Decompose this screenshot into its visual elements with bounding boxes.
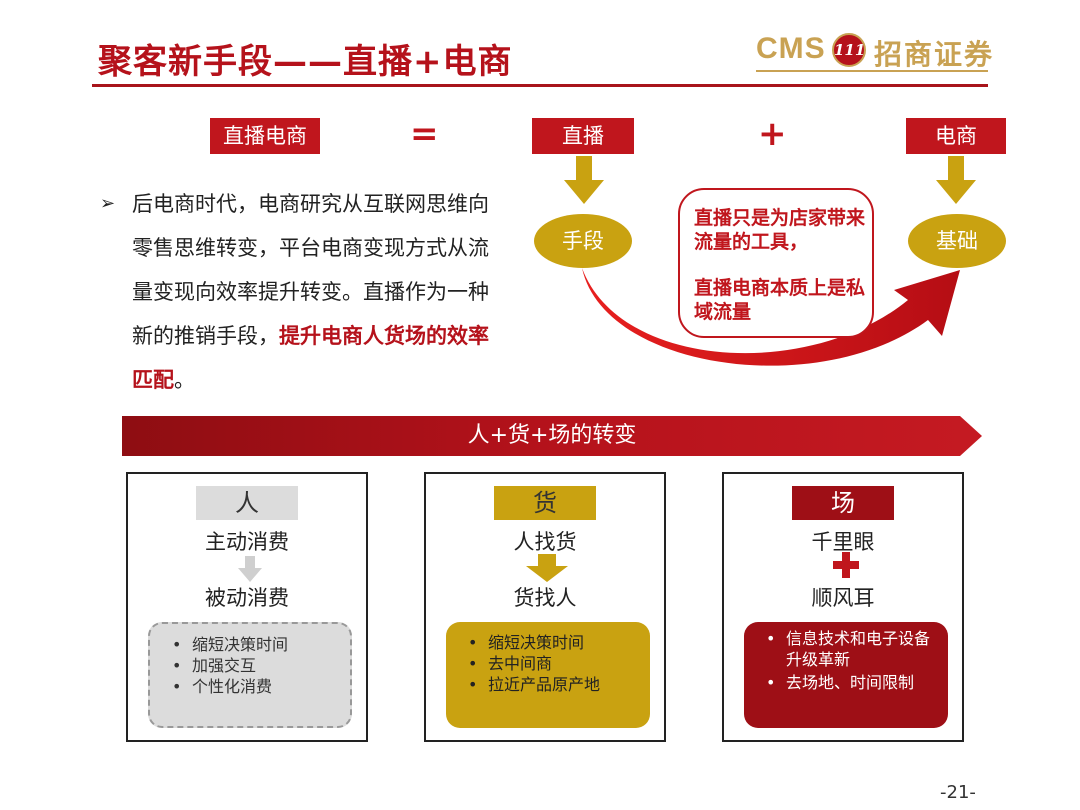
list-item: 去中间商 [468, 653, 642, 674]
oval-means: 手段 [534, 214, 632, 268]
list-item: 缩短决策时间 [172, 634, 342, 655]
callout-line-1: 直播只是为店家带来流量的工具， [694, 207, 866, 253]
list-item: 去场地、时间限制 [766, 672, 940, 693]
oval-foundation: 基础 [908, 214, 1006, 268]
arrow-down-icon [238, 556, 262, 582]
bullet-end: 。 [174, 368, 195, 392]
panel-points-box: 信息技术和电子设备升级革新 去场地、时间限制 [744, 622, 948, 728]
panel-tag: 场 [792, 486, 894, 520]
panel-people: 人 主动消费 被动消费 缩短决策时间 加强交互 个性化消费 [126, 472, 368, 742]
panel-tag: 货 [494, 486, 596, 520]
equals-sign: = [410, 114, 439, 154]
banner-arrow-shape [122, 416, 982, 456]
logo-badge-icon: 111 [832, 33, 866, 67]
bullet-arrow-icon: ➢ [100, 193, 116, 214]
curved-arrow-icon [582, 268, 960, 366]
panel-from: 人找货 [513, 530, 577, 554]
arrow-down-icon [936, 156, 976, 204]
equation-right-box: 电商 [906, 118, 1006, 154]
arrow-down-icon [526, 554, 568, 582]
panel-points-box: 缩短决策时间 去中间商 拉近产品原产地 [446, 622, 650, 728]
page-number: -21- [940, 782, 976, 803]
panel-to: 货找人 [513, 586, 577, 610]
callout-box: 直播只是为店家带来流量的工具， 直播电商本质上是私域流量 [678, 188, 874, 338]
list-item: 缩短决策时间 [468, 632, 642, 653]
panel-points-box: 缩短决策时间 加强交互 个性化消费 [148, 622, 352, 728]
equation-middle-box: 直播 [532, 118, 634, 154]
panel-to: 被动消费 [205, 586, 289, 610]
title-underline [92, 84, 988, 87]
bullet-highlight: 提升电商人货场的效率匹配 [132, 324, 489, 392]
bullet-paragraph: ➢ 后电商时代，电商研究从互联网思维向零售思维转变，平台电商变现方式从流量变现向… [100, 182, 500, 402]
panel-goods: 货 人找货 货找人 缩短决策时间 去中间商 拉近产品原产地 [424, 472, 666, 742]
arrow-down-icon [564, 156, 604, 204]
list-item: 个性化消费 [172, 676, 342, 697]
logo-underline [756, 70, 988, 72]
panel-venue: 场 千里眼 顺风耳 信息技术和电子设备升级革新 去场地、时间限制 [722, 472, 964, 742]
panel-from: 千里眼 [811, 530, 875, 554]
callout-line-2: 直播电商本质上是私域流量 [694, 277, 866, 323]
logo-chinese: 招商证券 [874, 38, 995, 71]
logo-latin: CMS [756, 32, 826, 65]
list-item: 加强交互 [172, 655, 342, 676]
list-item: 拉近产品原产地 [468, 674, 642, 695]
panel-tag: 人 [196, 486, 298, 520]
slide-title: 聚客新手段——直播+电商 [98, 42, 513, 82]
plus-icon [833, 552, 859, 578]
bullet-text: 后电商时代，电商研究从互联网思维向零售思维转变，平台电商变现方式从流量变现向效率… [132, 192, 489, 348]
panel-from: 主动消费 [205, 530, 289, 554]
banner-title: 人+货+场的转变 [467, 423, 637, 448]
list-item: 信息技术和电子设备升级革新 [766, 628, 940, 670]
panel-to: 顺风耳 [811, 586, 875, 610]
cms-logo: CMS 111 招商证券 [756, 30, 996, 74]
plus-sign: + [758, 114, 787, 154]
equation-left-box: 直播电商 [210, 118, 320, 154]
